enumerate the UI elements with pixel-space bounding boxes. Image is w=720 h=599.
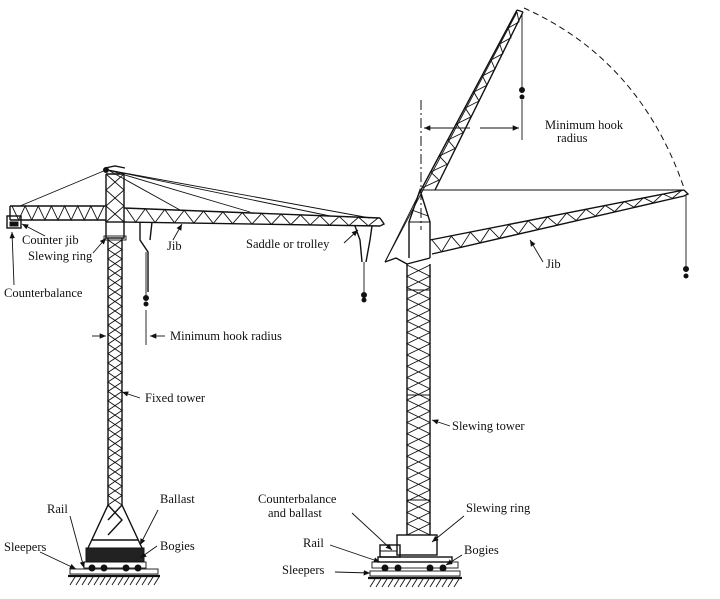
jib-arc bbox=[523, 7, 685, 189]
right-slewing-crane bbox=[368, 7, 690, 588]
label-counterbalance-ballast-1: Counterbalance bbox=[258, 492, 337, 506]
label-jib-left: Jib bbox=[167, 239, 182, 253]
label-counter-jib: Counter jib bbox=[22, 233, 79, 247]
fixed-tower-lattice bbox=[107, 238, 123, 506]
label-ballast: Ballast bbox=[160, 492, 195, 506]
label-min-hook-right-1: Minimum hook bbox=[545, 118, 624, 132]
min-hook-radius-right-dim bbox=[424, 100, 523, 140]
raised-jib bbox=[420, 9, 525, 191]
counterbalance-weight bbox=[6, 215, 22, 229]
label-bogies-left: Bogies bbox=[160, 539, 195, 553]
label-slewing-ring-right: Slewing ring bbox=[466, 501, 531, 515]
min-hook-radius-left-dim bbox=[92, 310, 165, 345]
left-ground bbox=[68, 568, 160, 586]
label-slewing-tower: Slewing tower bbox=[452, 419, 525, 433]
label-bogies-right: Bogies bbox=[464, 543, 499, 557]
label-sleepers-left: Sleepers bbox=[4, 540, 46, 554]
right-tie-lines bbox=[384, 11, 684, 265]
label-sleepers-right: Sleepers bbox=[282, 563, 324, 577]
trolley-inner bbox=[139, 221, 153, 307]
lowered-jib bbox=[429, 189, 690, 279]
counter-jib bbox=[6, 204, 106, 229]
label-counterbalance-ballast-2: and ballast bbox=[268, 506, 322, 520]
left-fixed-crane bbox=[6, 165, 386, 586]
left-bogies bbox=[83, 561, 147, 572]
trolley-outer bbox=[354, 225, 373, 303]
labels: Counter jib Slewing ring Counterbalance … bbox=[4, 118, 624, 577]
label-min-hook-right-2: radius bbox=[557, 131, 588, 145]
label-rail-left: Rail bbox=[47, 502, 68, 516]
left-jib bbox=[123, 207, 386, 227]
label-rail-right: Rail bbox=[303, 536, 324, 550]
slewing-tower-lattice bbox=[405, 257, 432, 536]
label-counterbalance: Counterbalance bbox=[4, 286, 83, 300]
label-slewing-ring-left: Slewing ring bbox=[28, 249, 93, 263]
mast-extension bbox=[408, 187, 431, 258]
ballast-block bbox=[85, 547, 145, 563]
right-ground bbox=[368, 570, 462, 588]
label-fixed-tower: Fixed tower bbox=[145, 391, 206, 405]
slewing-ring-left bbox=[103, 221, 127, 241]
label-jib-right: Jib bbox=[546, 257, 561, 271]
right-base bbox=[371, 534, 459, 572]
label-min-hook-radius-left: Minimum hook radius bbox=[170, 329, 282, 343]
leader-arrows bbox=[9, 223, 544, 576]
left-jib-ties bbox=[19, 169, 371, 219]
tower-base-frame bbox=[87, 504, 143, 549]
label-saddle-trolley: Saddle or trolley bbox=[246, 237, 330, 251]
